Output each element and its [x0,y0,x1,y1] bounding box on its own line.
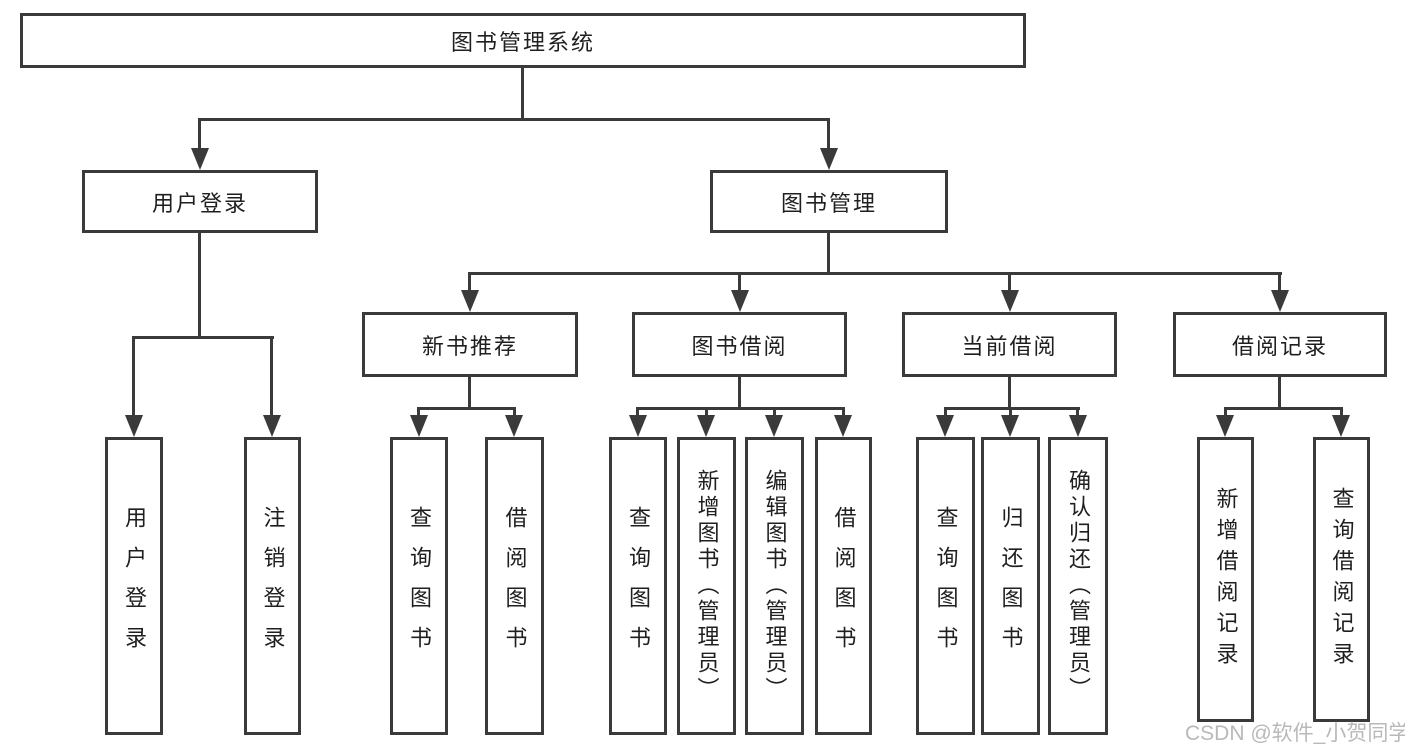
arrow-down-icon [1271,290,1289,312]
node-user-login-label: 用户登录 [151,190,248,216]
connector-line [521,68,524,118]
connector-line [1076,407,1079,417]
connector-line [827,233,830,274]
arrow-down-icon [1332,415,1350,437]
connector-line [270,336,273,417]
arrow-down-icon [410,415,428,437]
arrow-down-icon [936,415,954,437]
arrow-down-icon [1069,415,1087,437]
leaf-borrow-query-label: 查询图书 [626,506,651,666]
connector-line [132,336,274,339]
connector-line [1008,272,1011,292]
node-book-management: 图书管理 [710,170,948,233]
node-borrow-records-label: 借阅记录 [1231,333,1328,359]
leaf-borrow-edit-book-label: 编辑图书（管理员） [762,469,788,703]
arrow-down-icon [820,148,838,170]
leaf-borrow-query: 查询图书 [609,437,667,735]
connector-line [636,407,639,417]
leaf-current-query: 查询图书 [916,437,975,735]
node-new-book-recommend: 新书推荐 [362,312,578,377]
arrow-down-icon [697,415,715,437]
arrow-down-icon [1001,290,1019,312]
connector-line [198,118,830,121]
leaf-newbook-borrow-label: 借阅图书 [502,506,528,666]
connector-line [636,407,845,410]
leaf-records-add: 新增借阅记录 [1197,437,1254,722]
leaf-current-confirm-return: 确认归还（管理员） [1048,437,1108,735]
arrow-down-icon [765,415,783,437]
node-book-borrow: 图书借阅 [632,312,847,377]
connector-line [944,407,1080,410]
connector-line [417,407,516,410]
connector-line [1278,377,1281,409]
leaf-current-return-label: 归还图书 [998,506,1024,666]
arrow-down-icon [1001,415,1019,437]
connector-line [468,272,471,292]
leaf-newbook-query: 查询图书 [390,437,448,735]
connector-line [827,118,830,150]
connector-line [468,272,1282,275]
arrow-down-icon [191,148,209,170]
connector-line [1224,407,1227,417]
connector-line [738,377,741,409]
node-user-login: 用户登录 [82,170,318,233]
leaf-current-return: 归还图书 [981,437,1040,735]
leaf-records-add-label: 新增借阅记录 [1213,486,1239,673]
connector-line [1224,407,1343,410]
leaf-borrow-borrow-book: 借阅图书 [815,437,872,735]
arrow-down-icon [629,415,647,437]
leaf-current-query-label: 查询图书 [933,506,959,666]
node-book-management-label: 图书管理 [780,190,877,216]
arrow-down-icon [125,415,143,437]
connector-line [944,407,947,417]
connector-line [1008,377,1011,409]
arrow-down-icon [1216,415,1234,437]
arrow-down-icon [834,415,852,437]
connector-line [773,407,776,417]
node-book-borrow-label: 图书借阅 [691,333,788,359]
node-current-borrow: 当前借阅 [902,312,1117,377]
leaf-borrow-add-book-label: 新增图书（管理员） [694,469,720,703]
connector-line [468,377,471,409]
leaf-borrow-edit-book: 编辑图书（管理员） [745,437,804,735]
leaf-records-query-label: 查询借阅记录 [1329,486,1355,673]
leaf-current-confirm-return-label: 确认归还（管理员） [1066,469,1091,703]
connector-line [1009,407,1012,417]
connector-line [1278,272,1281,292]
node-root: 图书管理系统 [20,13,1026,68]
arrow-down-icon [505,415,523,437]
csdn-watermark: CSDN @软件_小贺同学 [1185,722,1405,745]
arrow-down-icon [263,415,281,437]
leaf-logout-label: 注销登录 [260,506,286,666]
leaf-records-query: 查询借阅记录 [1313,437,1370,722]
arrow-down-icon [461,290,479,312]
connector-line [198,233,201,336]
arrow-down-icon [731,290,749,312]
node-current-borrow-label: 当前借阅 [961,333,1058,359]
leaf-borrow-borrow-book-label: 借阅图书 [831,506,857,666]
node-root-label: 图书管理系统 [450,29,595,55]
leaf-logout: 注销登录 [244,437,301,735]
connector-line [842,407,845,417]
connector-line [513,407,516,417]
connector-line [738,272,741,292]
connector-line [132,336,135,417]
node-new-book-recommend-label: 新书推荐 [421,333,518,359]
connector-line [417,407,420,417]
leaf-user-login-label: 用户登录 [122,506,147,666]
connector-line [1340,407,1343,417]
leaf-newbook-borrow: 借阅图书 [485,437,544,735]
connector-line [705,407,708,417]
leaf-borrow-add-book: 新增图书（管理员） [677,437,736,735]
leaf-newbook-query-label: 查询图书 [407,506,432,666]
connector-line [198,118,201,150]
node-borrow-records: 借阅记录 [1173,312,1387,377]
leaf-user-login: 用户登录 [105,437,163,735]
